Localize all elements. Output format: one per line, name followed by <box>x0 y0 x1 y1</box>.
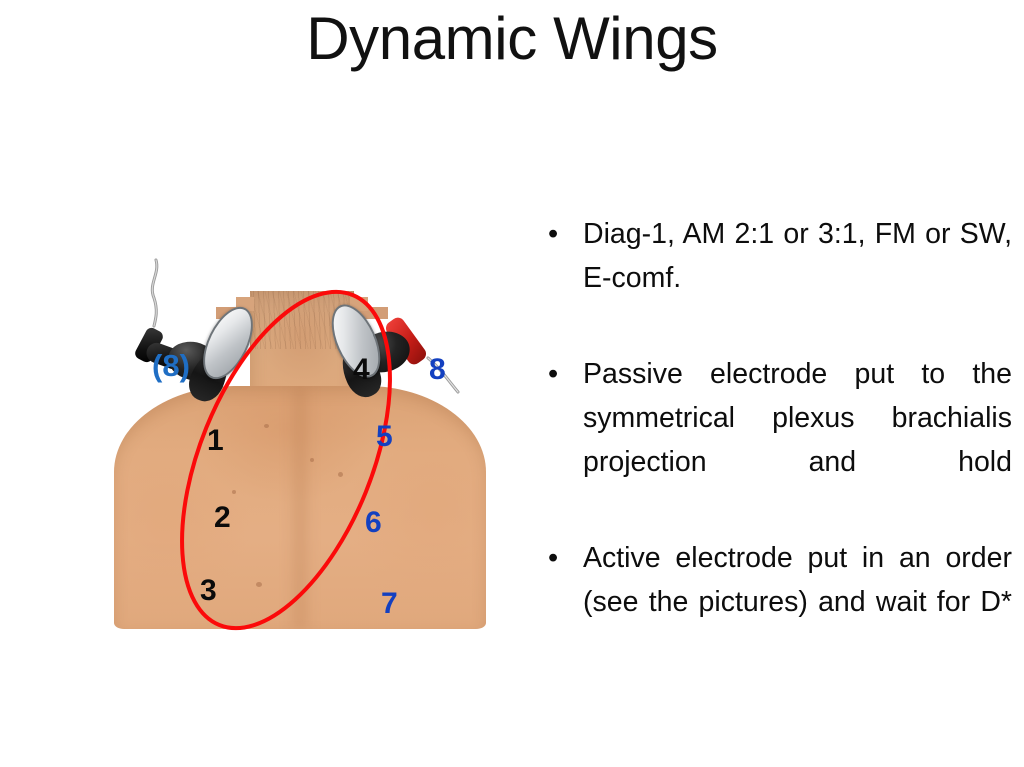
annotation-7: 7 <box>381 587 398 620</box>
electrode-lead-wire-left <box>150 258 159 328</box>
annotation-8: 8 <box>429 353 446 386</box>
annotation-6: 6 <box>365 506 382 539</box>
bullet-text-1: Diag-1, AM 2:1 or 3:1, FM or SW, E-comf. <box>583 218 1012 294</box>
list-item: • Diag-1, AM 2:1 or 3:1, FM or SW, E-com… <box>540 212 1012 344</box>
bullet-text-3: Active electrode put in an order (see th… <box>583 542 1012 618</box>
skin-mark <box>310 458 314 462</box>
annotation-1: 1 <box>207 424 224 457</box>
list-item: • Active electrode put in an order (see … <box>540 536 1012 668</box>
anatomy-figure <box>96 250 496 645</box>
electrode-lead-wire-right <box>426 356 460 394</box>
skin-mark <box>338 472 343 477</box>
list-item: • Passive electrode put to the symmetric… <box>540 352 1012 528</box>
bullet-text-2: Passive electrode put to the symmetrical… <box>583 358 1012 478</box>
bullet-icon: • <box>548 542 559 574</box>
skin-mark <box>232 490 236 494</box>
skin-mark <box>256 582 262 587</box>
annotation-5: 5 <box>376 420 393 453</box>
bullet-list: • Diag-1, AM 2:1 or 3:1, FM or SW, E-com… <box>540 212 1012 676</box>
annotation-4: 4 <box>353 353 370 386</box>
page-title: Dynamic Wings <box>306 5 718 72</box>
annotation-8-parenthesized: (8) <box>152 348 190 383</box>
bullet-icon: • <box>548 358 559 390</box>
bullet-icon: • <box>548 218 559 250</box>
back-photograph <box>96 250 496 645</box>
annotation-2: 2 <box>214 501 231 534</box>
annotation-3: 3 <box>200 574 217 607</box>
